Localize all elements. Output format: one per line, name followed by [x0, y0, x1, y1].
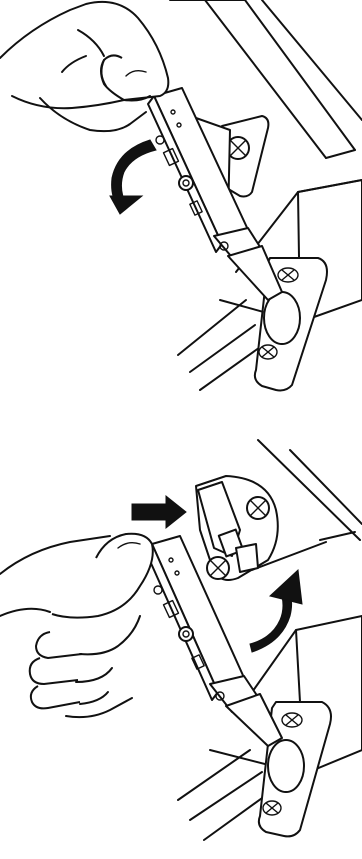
hand-icon	[0, 2, 168, 131]
straight-push-arrow	[132, 496, 186, 528]
diagram-panel-remove	[0, 0, 362, 420]
curved-rotate-arrow	[250, 570, 302, 652]
curved-rotate-arrow	[110, 140, 156, 214]
hand-icon	[0, 534, 153, 717]
diagram-panel-attach	[0, 420, 362, 859]
